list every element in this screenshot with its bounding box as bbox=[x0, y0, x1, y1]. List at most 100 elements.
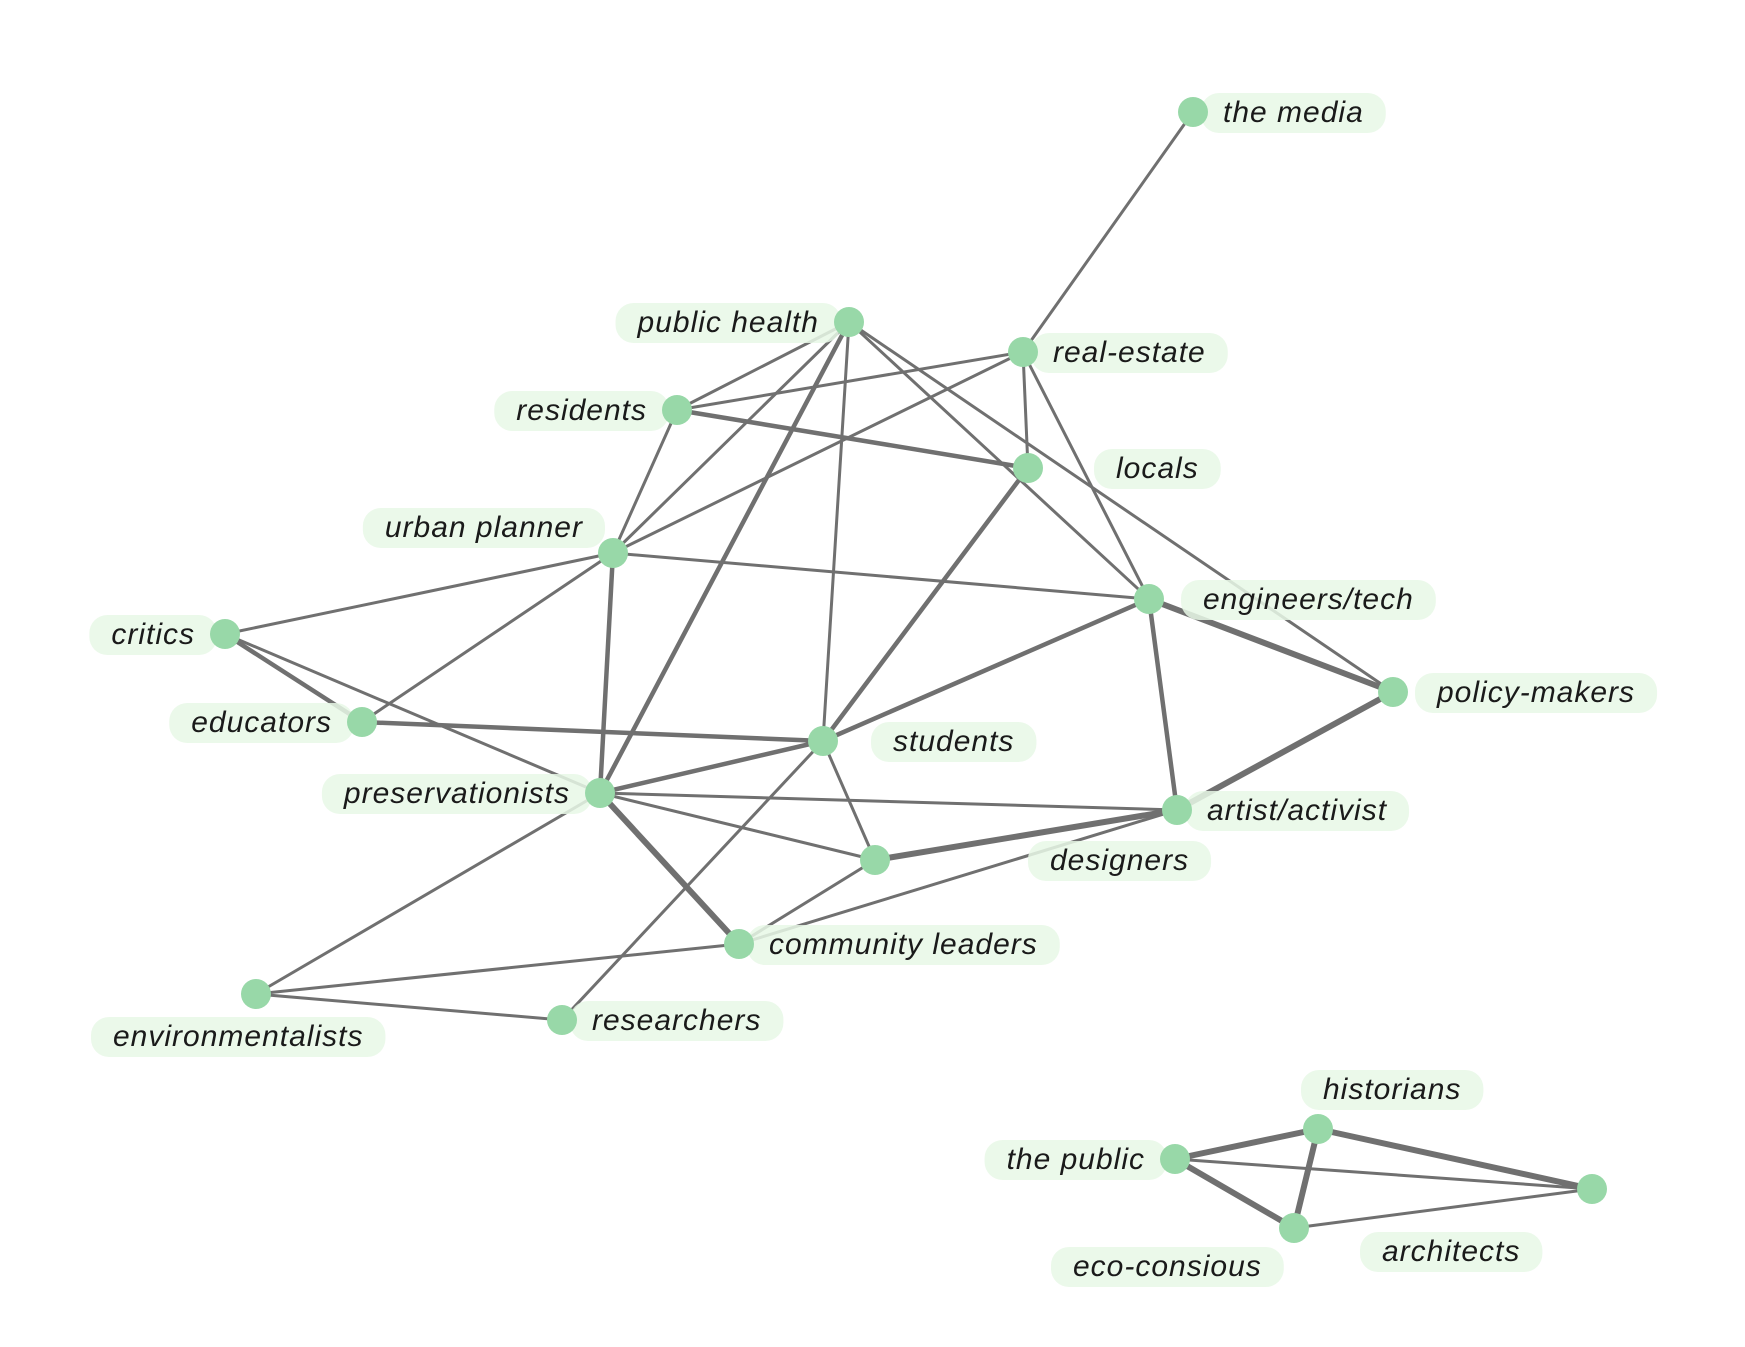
node-engineers-tech bbox=[1134, 584, 1164, 614]
edge-the-media-real-estate bbox=[1021, 110, 1195, 354]
node-the-media bbox=[1178, 97, 1208, 127]
node-label-text: artist/activist bbox=[1207, 794, 1388, 827]
node-label-students: students bbox=[871, 722, 1037, 762]
node-label-eco-consious: eco-consious bbox=[1051, 1247, 1284, 1287]
edges-layer bbox=[222, 110, 1595, 1231]
node-architects bbox=[1577, 1174, 1607, 1204]
label-background bbox=[747, 925, 1060, 965]
label-background bbox=[494, 391, 669, 431]
edge-preservationists-environmentalists bbox=[254, 791, 602, 996]
node-label-text: architects bbox=[1382, 1235, 1520, 1268]
edge-urban-planner-critics bbox=[223, 551, 615, 636]
label-background bbox=[1360, 1232, 1543, 1272]
edge-historians-eco-consious bbox=[1291, 1126, 1321, 1231]
node-label-public-health: public health bbox=[615, 303, 841, 343]
node-educators bbox=[347, 707, 377, 737]
edge-artist-activist-designers bbox=[872, 807, 1180, 863]
label-background bbox=[1028, 841, 1212, 881]
label-background bbox=[570, 1001, 784, 1041]
node-label-text: community leaders bbox=[769, 928, 1038, 961]
edge-critics-preservationists bbox=[223, 632, 602, 795]
node-label-urban-planner: urban planner bbox=[362, 508, 605, 548]
node-label-text: real-estate bbox=[1053, 336, 1206, 369]
node-label-text: eco-consious bbox=[1073, 1250, 1262, 1283]
node-label-environmentalists: environmentalists bbox=[91, 1017, 386, 1057]
node-critics bbox=[210, 619, 240, 649]
node-eco-consious bbox=[1279, 1213, 1309, 1243]
node-label-text: the public bbox=[1007, 1143, 1145, 1176]
node-urban-planner bbox=[598, 538, 628, 568]
label-background bbox=[169, 703, 354, 743]
node-label-preservationists: preservationists bbox=[321, 774, 592, 814]
label-background bbox=[1181, 580, 1436, 620]
node-label-text: preservationists bbox=[343, 777, 570, 810]
node-label-text: students bbox=[893, 725, 1014, 758]
edge-real-estate-engineers-tech bbox=[1021, 350, 1151, 601]
node-label-engineers-tech: engineers/tech bbox=[1181, 580, 1436, 620]
node-label-text: educators bbox=[191, 706, 332, 739]
node-label-architects: architects bbox=[1360, 1232, 1543, 1272]
node-label-locals: locals bbox=[1094, 449, 1221, 489]
node-label-text: public health bbox=[637, 306, 819, 339]
edge-preservationists-artist-activist bbox=[598, 791, 1179, 812]
label-background bbox=[1185, 791, 1410, 831]
label-background bbox=[321, 774, 592, 814]
edge-residents-urban-planner bbox=[611, 408, 679, 555]
edge-eco-consious-architects bbox=[1292, 1187, 1594, 1230]
edge-urban-planner-preservationists bbox=[597, 550, 616, 796]
node-label-artist-activist: artist/activist bbox=[1185, 791, 1410, 831]
node-historians bbox=[1303, 1114, 1333, 1144]
node-the-public bbox=[1160, 1144, 1190, 1174]
node-label-text: urban planner bbox=[385, 511, 583, 544]
node-label-critics: critics bbox=[89, 615, 217, 655]
edge-students-researchers bbox=[560, 739, 825, 1022]
node-label-historians: historians bbox=[1301, 1070, 1484, 1110]
edge-public-health-preservationists bbox=[597, 319, 852, 796]
node-label-text: historians bbox=[1323, 1073, 1461, 1106]
node-community-leaders bbox=[724, 929, 754, 959]
edge-residents-locals bbox=[674, 407, 1031, 471]
edge-the-public-architects bbox=[1173, 1157, 1594, 1191]
edge-the-public-historians bbox=[1172, 1126, 1321, 1162]
label-background bbox=[362, 508, 605, 548]
label-background bbox=[1094, 449, 1221, 489]
nodes-layer bbox=[210, 97, 1607, 1243]
node-residents bbox=[662, 395, 692, 425]
label-background bbox=[984, 1140, 1167, 1180]
node-public-health bbox=[834, 307, 864, 337]
edge-educators-students bbox=[359, 719, 826, 744]
node-label-researchers: researchers bbox=[570, 1001, 784, 1041]
node-label-text: engineers/tech bbox=[1203, 583, 1414, 616]
node-label-text: researchers bbox=[592, 1004, 761, 1037]
label-background bbox=[91, 1017, 386, 1057]
node-label-text: designers bbox=[1050, 844, 1189, 877]
edge-the-public-eco-consious bbox=[1172, 1156, 1297, 1231]
node-label-policy-makers: policy-makers bbox=[1415, 673, 1658, 713]
label-background bbox=[615, 303, 841, 343]
node-environmentalists bbox=[241, 979, 271, 1009]
edge-artist-activist-policy-makers bbox=[1174, 689, 1396, 813]
node-policy-makers bbox=[1378, 677, 1408, 707]
node-researchers bbox=[547, 1005, 577, 1035]
label-background bbox=[1031, 333, 1228, 373]
node-preservationists bbox=[585, 778, 615, 808]
edge-engineers-tech-students bbox=[820, 596, 1152, 744]
label-background bbox=[1051, 1247, 1284, 1287]
edge-urban-planner-educators bbox=[360, 551, 615, 724]
node-label-text: locals bbox=[1116, 452, 1199, 485]
edge-public-health-policy-makers bbox=[847, 320, 1395, 694]
edge-public-health-students bbox=[821, 320, 851, 743]
node-label-text: residents bbox=[516, 394, 647, 427]
edge-real-estate-residents bbox=[675, 350, 1025, 412]
edge-preservationists-designers bbox=[598, 791, 877, 862]
node-students bbox=[808, 726, 838, 756]
edge-real-estate-urban-planner bbox=[611, 350, 1025, 555]
node-label-text: critics bbox=[111, 618, 195, 651]
node-designers bbox=[860, 845, 890, 875]
edge-engineers-tech-artist-activist bbox=[1146, 596, 1180, 813]
label-background bbox=[89, 615, 217, 655]
edge-urban-planner-engineers-tech bbox=[611, 551, 1151, 601]
node-label-community-leaders: community leaders bbox=[747, 925, 1060, 965]
label-background bbox=[1201, 93, 1386, 133]
node-label-text: policy-makers bbox=[1436, 676, 1635, 709]
